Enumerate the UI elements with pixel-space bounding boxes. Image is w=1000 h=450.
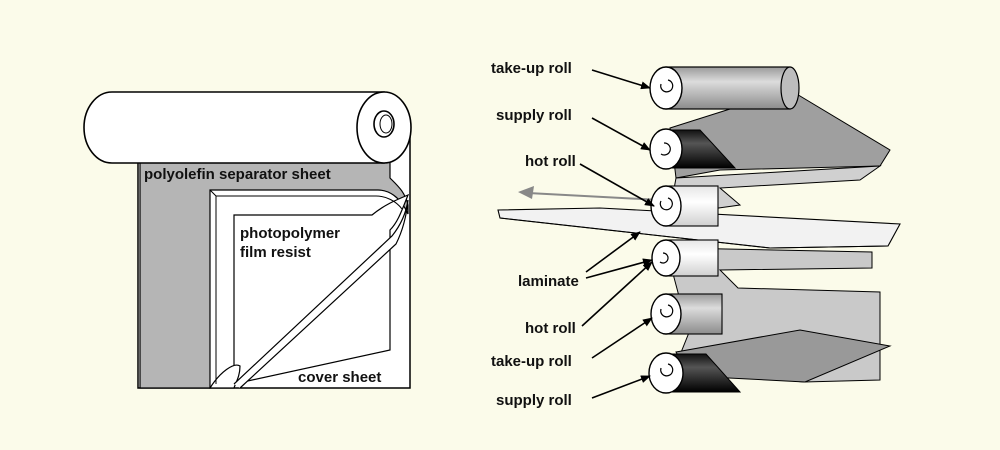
label-laminate: laminate [518,273,579,290]
top-takeup-roll [649,66,800,110]
bottom-supply-roll [648,352,742,394]
arrow-bottom-takeup [591,317,653,359]
arrow-top-takeup [591,69,651,90]
arrow-laminate-board [585,231,641,273]
resist-label-line2: film resist [240,244,311,261]
leader-arrows [579,69,655,399]
resist-sheet [233,193,410,385]
label-bottom-supply-roll: supply roll [496,392,572,409]
arrow-bottom-supply [591,375,651,399]
arrow-top-supply [591,117,651,151]
separator-sheet [139,121,409,389]
top-hot-roll [650,185,719,227]
label-top-takeup-roll: take-up roll [491,60,572,77]
arrow-laminate-roll [585,258,653,279]
label-top-supply-roll: supply roll [496,107,572,124]
label-bottom-takeup-roll: take-up roll [491,353,572,370]
film-roll-illustration: polyolefin separator sheet photopolymer … [83,91,412,389]
top-supply-roll [649,128,737,170]
bottom-takeup-roll [650,293,723,335]
resist-label-line1: photopolymer [240,225,340,242]
film-roll-core [373,110,395,138]
cover-sheet-label: cover sheet [298,369,381,386]
arrow-top-hot [579,163,655,207]
arrow-bottom-hot [581,261,653,327]
output-direction-arrowhead [518,186,534,199]
bottom-hot-roll [651,239,719,277]
separator-step-line [209,189,403,384]
label-top-hot-roll: hot roll [525,153,576,170]
output-direction-line [527,192,661,201]
laminator-illustration: take-up roll supply roll hot roll lamina… [491,60,901,409]
film-roll-body [83,91,385,164]
label-bottom-hot-roll: hot roll [525,320,576,337]
separator-sheet-label: polyolefin separator sheet [144,166,331,183]
cover-peel-edge [233,199,409,389]
